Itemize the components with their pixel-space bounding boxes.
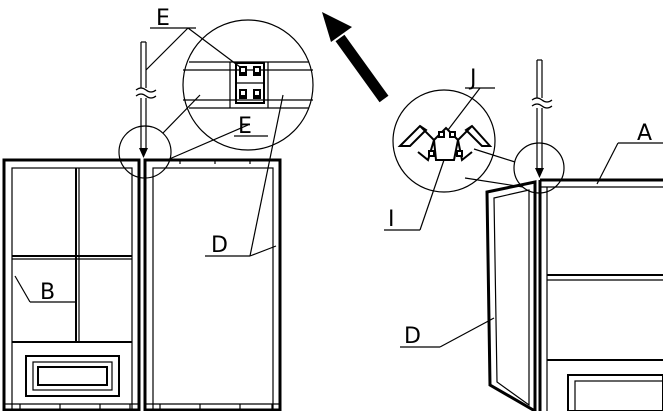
label-i: I [388, 207, 395, 232]
label-b: B [40, 280, 55, 305]
direction-arrow [322, 12, 389, 103]
label-e-detail: E [238, 114, 252, 139]
joining-connector-rod [135, 41, 157, 158]
right-cabinet [143, 158, 282, 411]
detail-e-magnified [182, 19, 314, 151]
label-e-top: E [156, 6, 170, 31]
right-connector-rod [531, 59, 553, 178]
joint-detail-callout [118, 125, 172, 179]
label-a: A [637, 121, 652, 146]
label-d-left: D [211, 233, 228, 258]
label-j: J [468, 66, 477, 91]
detail-j-magnified [392, 89, 496, 193]
right-cabinet-assembly [384, 59, 663, 411]
left-cabinet-assembly [2, 19, 314, 411]
right-cabinet-body [538, 178, 663, 411]
label-d-right: D [404, 324, 421, 349]
right-joint-callout [513, 142, 565, 194]
open-door [485, 180, 537, 411]
left-cabinet [2, 158, 141, 411]
